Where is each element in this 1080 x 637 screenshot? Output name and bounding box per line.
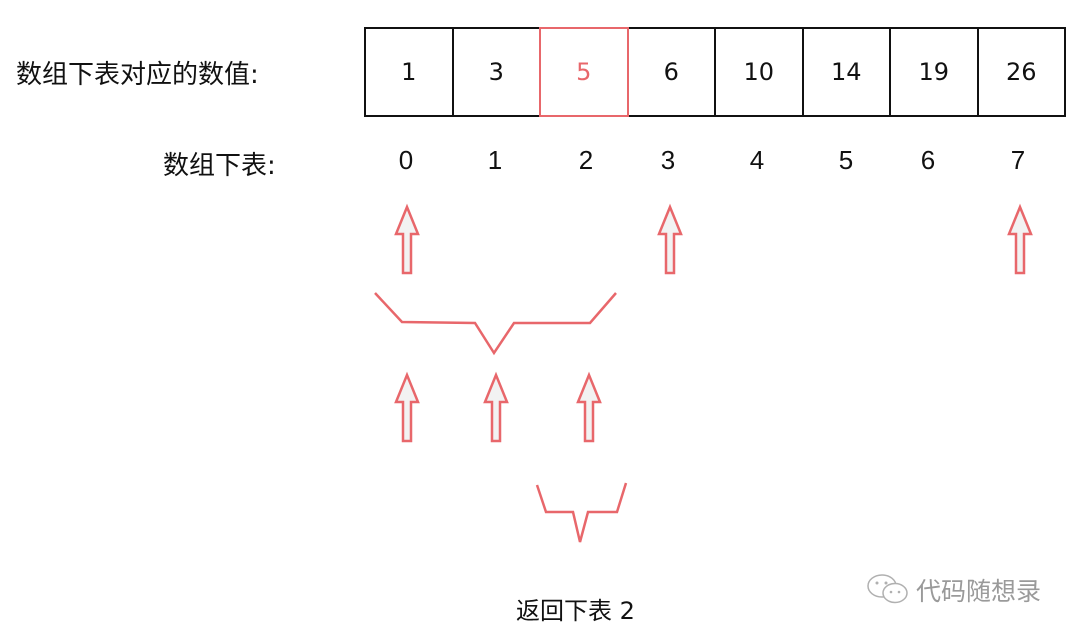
index-label: 2 [578, 145, 594, 175]
index-label: 4 [749, 145, 765, 175]
left-pointer-arrow-icon [394, 373, 420, 443]
index-label: 3 [660, 145, 676, 175]
array-cell: 1 [364, 27, 454, 117]
array-cell: 3 [451, 27, 541, 117]
right-pointer-arrow-icon [576, 373, 602, 443]
array-cell: 6 [626, 27, 716, 117]
middle-pointer-arrow-icon [657, 205, 683, 275]
array-cell: 26 [976, 27, 1066, 117]
index-label: 7 [1010, 145, 1026, 175]
right-pointer-arrow-icon [1007, 205, 1033, 275]
watermark-text: 代码随想录 [916, 577, 1042, 606]
left-half-brace-icon [374, 292, 617, 356]
index-row-label: 数组下表: [163, 151, 276, 181]
values-row-label: 数组下表对应的数值: [16, 60, 259, 90]
result-text: 返回下表 2 [516, 597, 635, 625]
middle-pointer-arrow-icon [483, 373, 509, 443]
index-label: 1 [487, 145, 503, 175]
wechat-icon [867, 574, 908, 604]
index-label: 0 [398, 145, 414, 175]
sorted-array: 1 3 5 6 10 14 19 26 [364, 27, 1066, 117]
left-pointer-arrow-icon [394, 205, 420, 275]
watermark: 代码随想录 [866, 572, 1041, 608]
index-label: 6 [920, 145, 936, 175]
index-label: 5 [838, 145, 854, 175]
array-cell: 19 [889, 27, 979, 117]
final-brace-icon [535, 482, 628, 543]
array-cell-target: 5 [539, 27, 629, 117]
